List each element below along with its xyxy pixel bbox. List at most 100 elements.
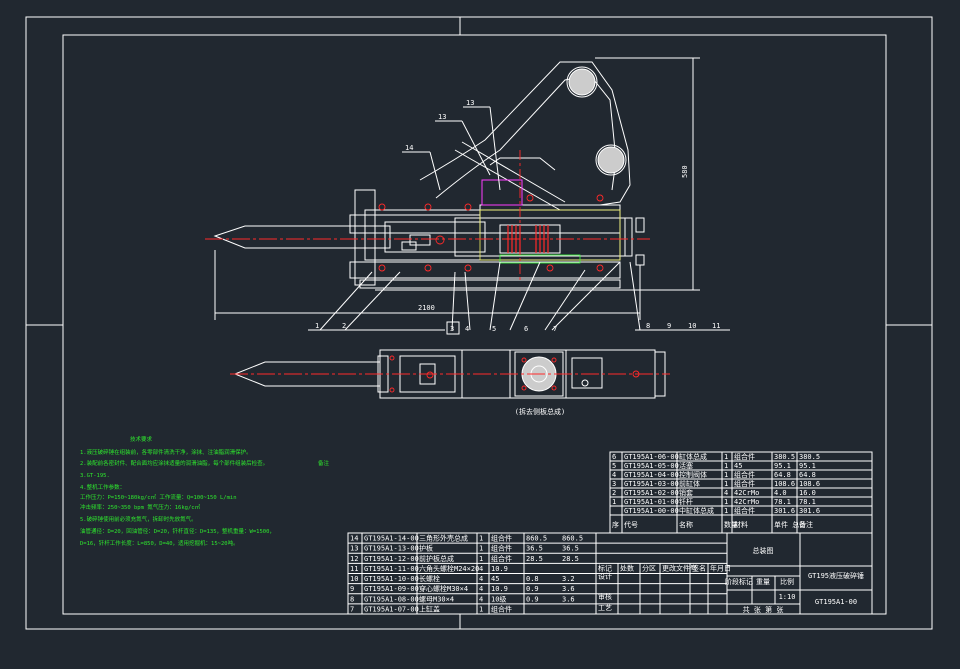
bom-upper-cell: 64.8: [774, 471, 791, 479]
bom-upper-cell: 组合件: [734, 479, 755, 488]
product-name: GT195液压破碎锤: [808, 571, 864, 580]
bom-lower-cell: 0.9: [526, 595, 539, 603]
tech-line-7: 5.破碎锤使用前必须充氮气，拆卸时先放氮气。: [80, 515, 197, 523]
bom-lower-cell: 六角头螺栓M24×20: [419, 564, 479, 573]
leader-label-1: 1: [315, 322, 319, 330]
bom-lower-cell: 4: [479, 575, 483, 583]
bom-lower-cell: 三角形外壳总成: [419, 534, 468, 543]
main-assembly-view: [205, 61, 650, 291]
bom-lower-cell: 4: [479, 565, 483, 573]
bom-lower-cell: 1: [479, 605, 483, 613]
bom-upper-cell: GT195A1-03-00: [624, 480, 679, 488]
leader-label-13a: 13: [466, 99, 474, 107]
bom-upper-cell: 95.1: [799, 462, 816, 470]
bom-upper-cell: GT195A1-06-00: [624, 453, 679, 461]
tech-line-9: D=16，钎杆工作长度：L=850，D=40，适用挖掘机：15~20吨。: [80, 539, 239, 547]
bom-lower-cell: 28.5: [562, 555, 579, 563]
bom-lower-cell: 45: [491, 575, 499, 583]
outer-border: [25, 16, 933, 630]
zone-ticks: [26, 17, 932, 629]
tech-requirements-title: 技术要求: [130, 435, 153, 443]
technical-requirements: 技术要求 1.液压破碎锤在组装前，各零部件清洗干净，涂抹、注油脂润滑保护。 2.…: [80, 435, 330, 547]
title-block-signoff-label: 年月日: [710, 563, 731, 572]
inner-border: [62, 34, 887, 615]
bom-lower-cell: 28.5: [526, 555, 543, 563]
bom-lower-cell: 10级: [491, 594, 506, 603]
bom-upper-cell: 42CrMo: [734, 489, 759, 497]
title-block-signoff-label: 分区: [642, 563, 656, 572]
bom-lower-cell: 10.9: [491, 565, 508, 573]
bom-upper-cell: 缸体总成: [679, 452, 707, 461]
bom-upper-cell: 1: [724, 480, 728, 488]
bom-lower-cell: 3.6: [562, 585, 575, 593]
title-block-signoff-label: 更改文件号: [662, 563, 697, 572]
bom-upper-cell: 1: [612, 498, 616, 506]
bom-lower-cell: 12: [350, 555, 358, 563]
leader-label-8: 8: [646, 322, 650, 330]
title-block-signoff-label: 审核: [598, 592, 612, 601]
bom-lower-cell: 组合件: [491, 544, 512, 553]
bom-lower-cell: 13: [350, 545, 358, 553]
bom-upper-cell: 销套: [679, 488, 693, 497]
bom-upper-cell: 108.6: [799, 480, 820, 488]
leader-label-2: 2: [342, 322, 346, 330]
bom-lower-cell: GT195A1-13-00: [364, 545, 419, 553]
bom-upper-cell: 1: [724, 498, 728, 506]
bom-lower-cell: 4: [479, 585, 483, 593]
bom-lower-cell: 0.8: [526, 575, 539, 583]
bom-upper-cell: 1: [724, 471, 728, 479]
bom-upper-header: 代号: [624, 520, 638, 529]
bom-upper-cell: 16.0: [799, 489, 816, 497]
bom-upper-cell: 4: [724, 489, 728, 497]
bom-lower-cell: GT195A1-12-00: [364, 555, 419, 563]
leader-label-5: 5: [492, 325, 496, 333]
bom-lower-cell: 1: [479, 535, 483, 543]
title-block-signoff-label: 标记: [598, 563, 612, 572]
title-block-signoff-label: 处数: [620, 563, 634, 572]
bom-lower-cell: 3.6: [562, 595, 575, 603]
bom-upper-cell: GT195A1-04-00: [624, 471, 679, 479]
title-block-signoff-label: 工艺: [598, 604, 612, 612]
bom-lower-cell: 10: [350, 575, 358, 583]
bom-upper-cell: GT195A1-00-00: [624, 507, 679, 515]
bom-upper-cell: 301.6: [799, 507, 820, 515]
length-dimension-label: 2100: [418, 304, 435, 312]
bom-upper-cell: 前缸体: [679, 479, 700, 488]
bom-lower-cell: 3.2: [562, 575, 575, 583]
title-block: 设计审核工艺标记处数分区更改文件号签名年月日 总装图 GT195液压破碎锤 GT…: [595, 532, 873, 615]
bom-upper-cell: 3: [612, 480, 616, 488]
bom-lower-cell: GT195A1-08-00: [364, 595, 419, 603]
title-block-signoff-label: 签名: [692, 563, 706, 572]
bom-lower-cell: GT195A1-07-00: [364, 605, 419, 613]
bom-lower-cell: GT195A1-11-00: [364, 565, 419, 573]
bom-upper-header: 序: [612, 520, 619, 529]
drawing-code: GT195A1-00: [815, 598, 857, 606]
bom-lower-cell: 0.9: [526, 585, 539, 593]
bom-upper-cell: 64.8: [799, 471, 816, 479]
leader-label-9: 9: [667, 322, 671, 330]
tech-line-4: 4.整机工作参数：: [80, 483, 125, 491]
bom-upper-cell: GT195A1-01-00: [624, 498, 679, 506]
bom-lower-cell: 组合件: [491, 554, 512, 563]
weight-label: 重量: [756, 578, 770, 586]
bom-upper-cell: 1: [724, 453, 728, 461]
bom-upper-cell: 45: [734, 462, 742, 470]
bom-lower-cell: 1: [479, 555, 483, 563]
bom-upper-cell: 1: [724, 462, 728, 470]
bom-lower-cell: 上缸盖: [419, 604, 440, 613]
bom-upper-header: 单件 总计: [774, 520, 806, 529]
bom-lower-cell: 组合件: [491, 534, 512, 543]
bom-upper-header: 备注: [799, 520, 813, 529]
scale-value: 1:10: [779, 593, 796, 601]
leader-label-4: 4: [465, 325, 469, 333]
bom-upper-cell: 78.1: [799, 498, 816, 506]
bom-upper-cell: 380.5: [799, 453, 820, 461]
tech-line-1: 1.液压破碎锤在组装前，各零部件清洗干净，涂抹、注油脂润滑保护。: [80, 448, 252, 456]
bom-upper-cell: 组合件: [734, 452, 755, 461]
bom-lower-cell: 10.9: [491, 585, 508, 593]
leader-label-10: 10: [688, 322, 696, 330]
bom-lower-cell: 螺母M30×4: [419, 594, 454, 603]
bom-lower-cell: 前护板总成: [419, 554, 454, 563]
